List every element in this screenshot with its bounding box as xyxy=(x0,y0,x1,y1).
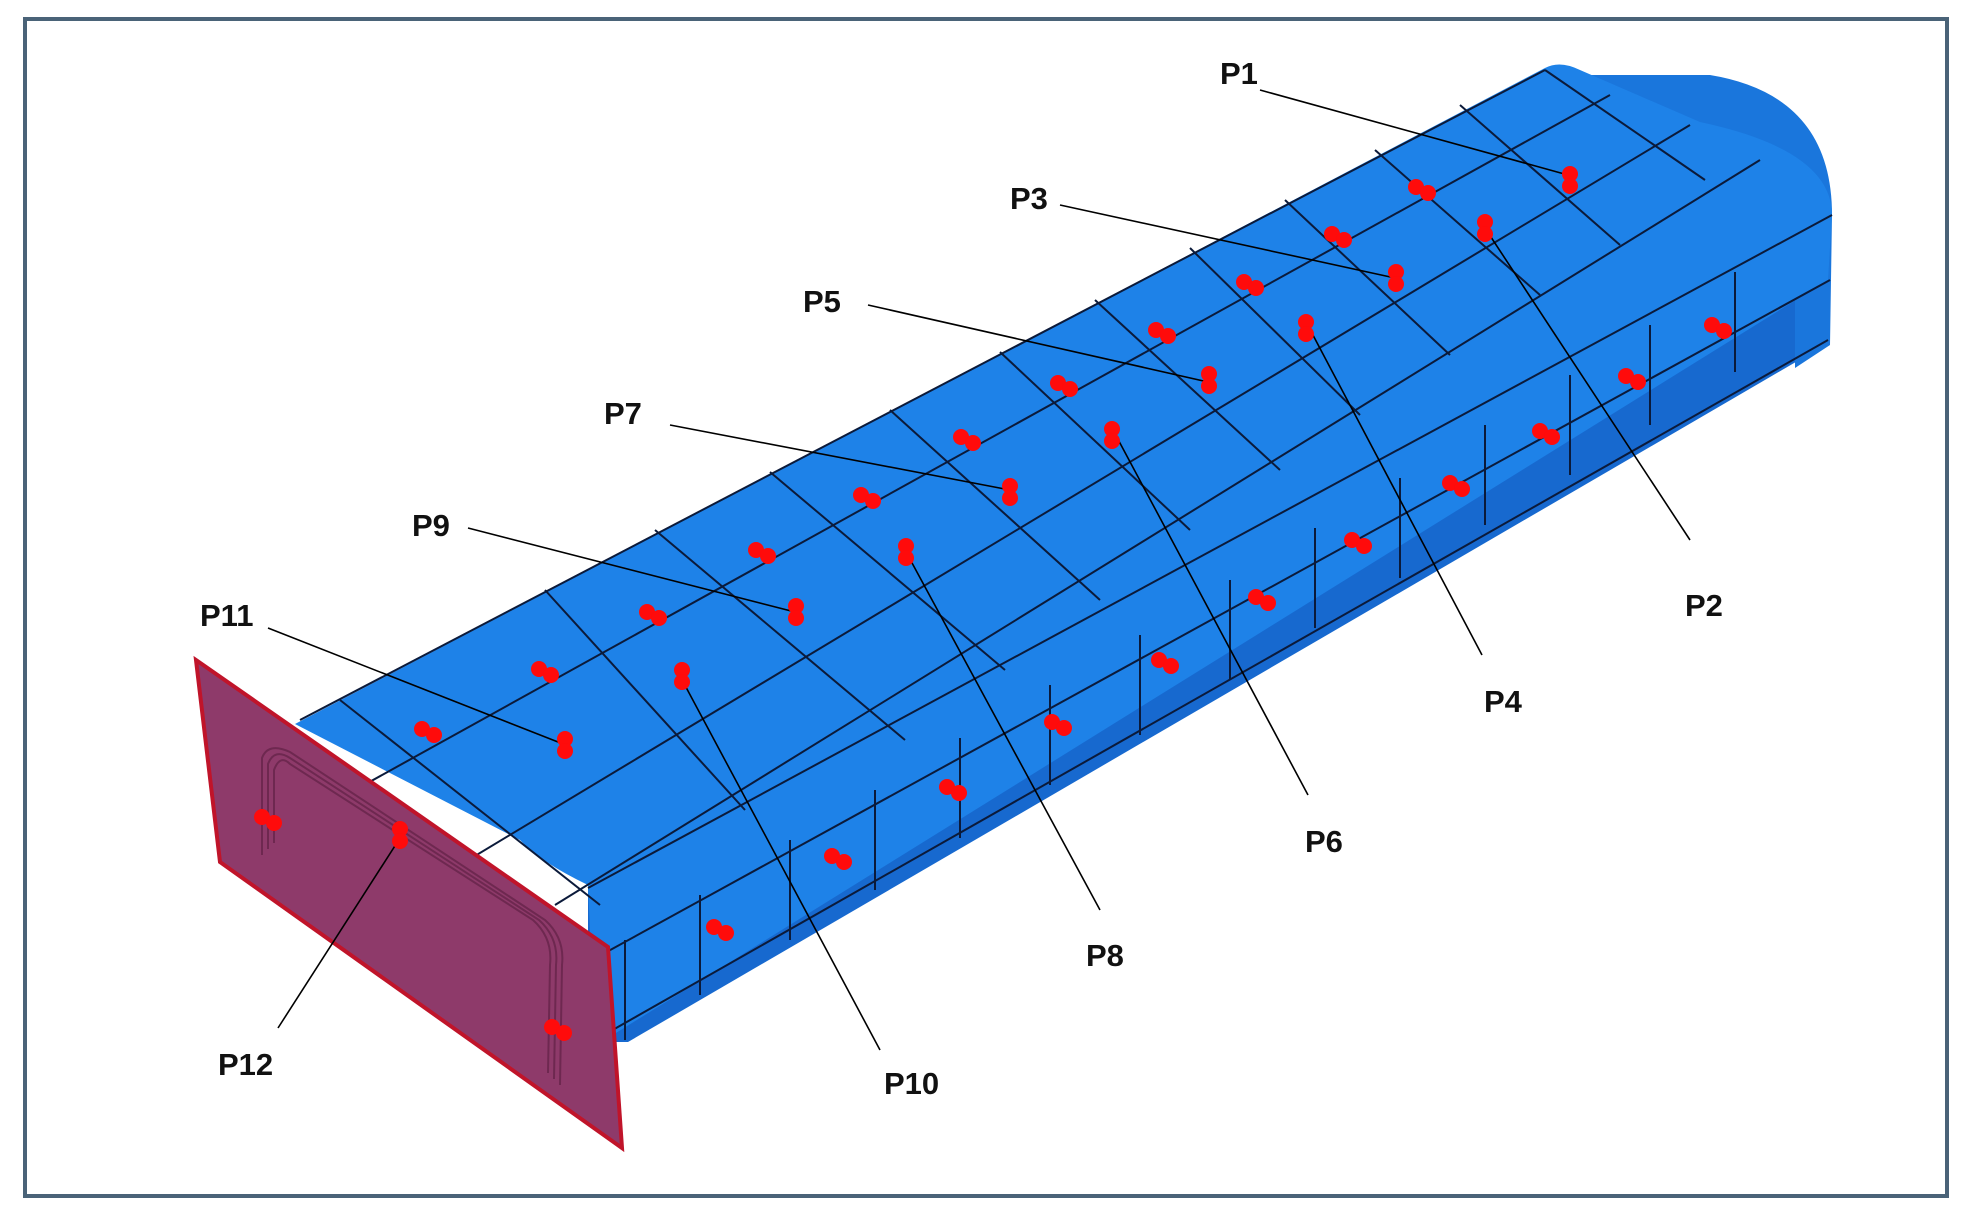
end-plate xyxy=(193,655,625,1153)
measurement-marker xyxy=(1562,166,1578,194)
end-plate-rebar-outline xyxy=(261,747,564,1086)
point-label-p12: P12 xyxy=(218,1047,273,1082)
point-label-p10: P10 xyxy=(884,1066,939,1101)
measurement-marker xyxy=(1201,366,1217,394)
point-label-p3: P3 xyxy=(1010,181,1048,216)
beam-mesh-lines xyxy=(299,69,1833,1041)
measurement-marker xyxy=(788,598,804,626)
measurement-marker xyxy=(1104,421,1120,449)
measurement-marker xyxy=(674,662,690,690)
measurement-point-markers xyxy=(254,166,1732,1041)
point-label-p6: P6 xyxy=(1305,824,1343,859)
point-label-p1: P1 xyxy=(1220,56,1258,91)
measurement-marker xyxy=(392,821,408,849)
measurement-marker xyxy=(1324,226,1352,248)
measurement-marker xyxy=(1532,423,1560,445)
point-label-p5: P5 xyxy=(803,284,841,319)
beam-top-face xyxy=(295,64,1832,1046)
measurement-marker xyxy=(1408,179,1436,201)
measurement-marker xyxy=(1050,375,1078,397)
measurement-marker xyxy=(1442,475,1470,497)
measurement-marker xyxy=(706,919,734,941)
measurement-marker xyxy=(748,542,776,564)
measurement-marker xyxy=(557,731,573,759)
measurement-marker xyxy=(544,1019,572,1041)
measurement-marker xyxy=(1344,532,1372,554)
measurement-marker xyxy=(1002,478,1018,506)
measurement-marker xyxy=(254,809,282,831)
measurement-marker xyxy=(1236,274,1264,296)
leader-lines xyxy=(267,89,1691,1051)
measurement-marker xyxy=(939,779,967,801)
point-label-p8: P8 xyxy=(1086,938,1124,973)
measurement-marker xyxy=(1151,652,1179,674)
point-label-p7: P7 xyxy=(604,396,642,431)
point-label-p11: P11 xyxy=(200,598,253,633)
point-label-p4: P4 xyxy=(1484,684,1523,719)
measurement-marker xyxy=(531,661,559,683)
measurement-marker xyxy=(898,538,914,566)
measurement-marker xyxy=(1044,714,1072,736)
measurement-marker xyxy=(639,604,667,626)
measurement-marker xyxy=(1618,368,1646,390)
measurement-marker xyxy=(1704,317,1732,339)
measurement-marker xyxy=(1148,322,1176,344)
measurement-marker xyxy=(1248,589,1276,611)
measurement-marker xyxy=(1388,264,1404,292)
measurement-marker xyxy=(414,721,442,743)
measurement-marker xyxy=(953,429,981,451)
measurement-marker xyxy=(824,848,852,870)
point-label-p2: P2 xyxy=(1685,588,1723,623)
measurement-marker xyxy=(1477,214,1493,242)
point-label-p9: P9 xyxy=(412,508,450,543)
measurement-marker xyxy=(1298,314,1314,342)
measurement-marker xyxy=(853,487,881,509)
